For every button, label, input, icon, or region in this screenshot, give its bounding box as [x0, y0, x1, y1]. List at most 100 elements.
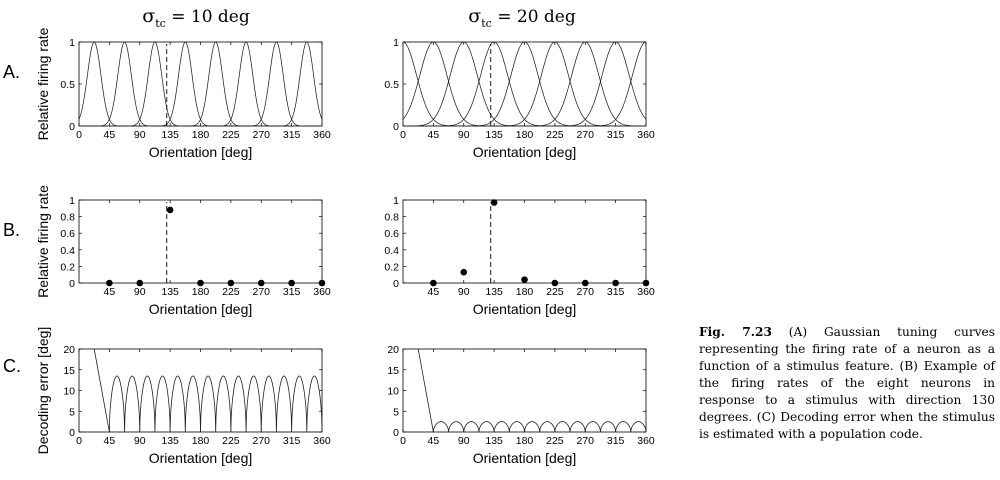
x-tick-label: 135 [161, 129, 179, 141]
y-tick-label: 1 [69, 37, 75, 49]
x-tick-label: 270 [576, 286, 594, 298]
y-tick-label: 0 [393, 121, 399, 133]
firing-rate-point-2 [460, 268, 468, 276]
x-tick-label: 225 [546, 286, 564, 298]
x-tick-label: 315 [283, 286, 301, 298]
firing-rate-point-6 [581, 279, 589, 287]
y-tick-label: 1 [69, 195, 75, 207]
x-axis-label: Orientation [deg] [473, 144, 577, 160]
firing-rate-point-5 [227, 279, 235, 287]
y-axis-label: Decoding error [deg] [35, 327, 51, 455]
column-title-right: σtc = 20 deg [468, 5, 576, 30]
firing-rate-point-1 [106, 279, 113, 287]
y-tick-label: 15 [387, 365, 399, 377]
x-tick-label: 225 [222, 435, 240, 447]
x-tick-label: 360 [637, 286, 655, 298]
tuning-curve-1 [78, 41, 322, 127]
y-tick-label: 1 [393, 37, 399, 49]
row-label-c: C. [3, 356, 21, 376]
tuning-curve-8 [403, 41, 647, 127]
x-tick-label: 225 [546, 129, 564, 141]
y-tick-label: 20 [63, 344, 75, 356]
tuning-curve-5 [403, 41, 646, 127]
x-tick-label: 0 [76, 129, 82, 141]
x-tick-label: 270 [576, 435, 594, 447]
x-tick-label: 360 [637, 435, 655, 447]
x-tick-label: 315 [607, 129, 625, 141]
row-label-a: A. [3, 62, 20, 82]
x-tick-label: 90 [458, 129, 470, 141]
x-tick-label: 270 [252, 435, 270, 447]
x-tick-label: 135 [485, 286, 503, 298]
x-axis-label: Orientation [deg] [473, 301, 577, 317]
plot-frame [402, 348, 647, 433]
tuning-curve-8 [79, 41, 323, 127]
firing-rate-point-5 [551, 279, 559, 287]
y-tick-label: 10 [387, 386, 399, 398]
y-tick-label: 0.5 [384, 79, 399, 91]
tuning-curve-2 [402, 41, 646, 127]
firing-rate-point-6 [257, 279, 265, 287]
x-tick-label: 90 [134, 129, 146, 141]
y-tick-label: 10 [63, 386, 75, 398]
caption-text: (A) Gaussian tuning curves representing … [699, 325, 995, 441]
y-tick-label: 0.6 [384, 228, 399, 240]
tuning-curve-7 [79, 41, 322, 127]
firing-rate-point-3 [166, 206, 174, 214]
firing-rate-point-2 [136, 279, 144, 287]
y-tick-label: 0 [393, 278, 399, 290]
x-tick-label: 135 [485, 129, 503, 141]
y-tick-label: 0 [69, 427, 75, 439]
x-tick-label: 90 [458, 286, 470, 298]
firing-rate-point-4 [197, 279, 204, 287]
decoding-error-curve [93, 348, 323, 433]
y-tick-label: 1 [393, 195, 399, 207]
y-tick-label: 0.6 [60, 228, 75, 240]
x-axis-label: Orientation [deg] [149, 450, 253, 466]
tuning-curve-4 [79, 41, 322, 127]
firing-rate-point-4 [521, 276, 528, 283]
x-tick-label: 180 [192, 286, 210, 298]
x-tick-label: 45 [428, 129, 440, 141]
y-tick-label: 0.8 [384, 212, 399, 224]
plot-frame [402, 199, 647, 284]
x-tick-label: 45 [104, 435, 116, 447]
row-label-b: B. [3, 220, 20, 240]
y-tick-label: 0.2 [384, 261, 399, 273]
x-tick-label: 225 [222, 129, 240, 141]
x-tick-label: 315 [283, 129, 301, 141]
caption-label: Fig. 7.23 [699, 325, 772, 339]
x-tick-label: 0 [400, 435, 406, 447]
y-tick-label: 0.4 [384, 245, 399, 257]
tuning-curve-5 [79, 41, 322, 127]
y-tick-label: 15 [63, 365, 75, 377]
plot-frame [78, 41, 323, 127]
x-tick-label: 270 [252, 129, 270, 141]
y-axis-label: Relative firing rate [35, 27, 51, 140]
x-tick-label: 90 [458, 435, 470, 447]
tuning-curve-6 [79, 41, 322, 127]
x-tick-label: 180 [192, 435, 210, 447]
tuning-curve-4 [403, 41, 646, 127]
x-tick-label: 225 [546, 435, 564, 447]
y-tick-label: 0.2 [60, 261, 75, 273]
firing-rate-point-7 [288, 279, 295, 287]
x-tick-label: 225 [222, 286, 240, 298]
plot-frame [78, 199, 323, 284]
figure-caption: Fig. 7.23 (A) Gaussian tuning curves rep… [699, 324, 995, 443]
x-tick-label: 135 [485, 435, 503, 447]
plot-frame [402, 41, 647, 127]
x-tick-label: 0 [76, 435, 82, 447]
tuning-curve-6 [403, 41, 646, 127]
y-tick-label: 0 [69, 278, 75, 290]
x-tick-label: 270 [576, 129, 594, 141]
decoding-error-curve [417, 348, 647, 433]
firing-rate-point-7 [612, 279, 619, 287]
y-tick-label: 0.5 [60, 79, 75, 91]
x-tick-label: 360 [313, 129, 331, 141]
